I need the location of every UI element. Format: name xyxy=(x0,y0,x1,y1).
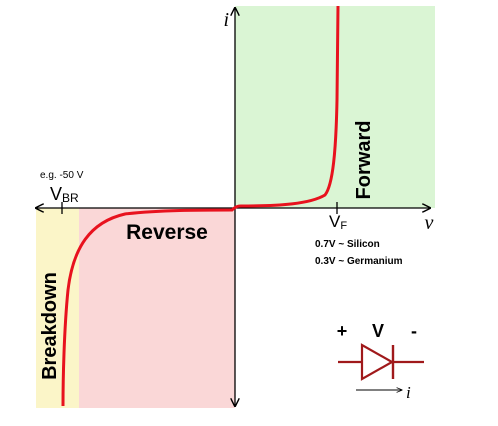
reverse-region xyxy=(79,208,235,408)
germanium-note: 0.3V ~ Germanium xyxy=(315,256,403,267)
diode-symbol: + V - i xyxy=(337,321,424,402)
x-axis-label: v xyxy=(425,212,434,234)
vbr-sub: BR xyxy=(62,191,79,205)
diode-plus-label: + xyxy=(337,321,348,341)
current-arrow-label: i xyxy=(406,383,411,402)
diode-minus-label: - xyxy=(411,321,417,341)
forward-label: Forward xyxy=(353,121,375,200)
breakdown-label: Breakdown xyxy=(39,272,61,380)
diode-voltage-label: V xyxy=(372,321,384,341)
diode-anode-triangle xyxy=(360,343,395,381)
vf-sub: F xyxy=(340,220,347,232)
silicon-note: 0.7V ~ Silicon xyxy=(315,239,380,250)
vf-label: VF xyxy=(329,212,347,232)
vbr-main: V xyxy=(50,184,62,204)
vbr-label: VBR xyxy=(50,184,79,205)
vf-main: V xyxy=(329,212,341,231)
breakdown-region xyxy=(36,208,79,408)
iv-curve xyxy=(61,5,340,407)
reverse-label: Reverse xyxy=(126,221,208,244)
vbr-example-note: e.g. -50 V xyxy=(40,170,84,181)
forward-region xyxy=(235,6,435,208)
y-axis-label: i xyxy=(223,9,229,31)
